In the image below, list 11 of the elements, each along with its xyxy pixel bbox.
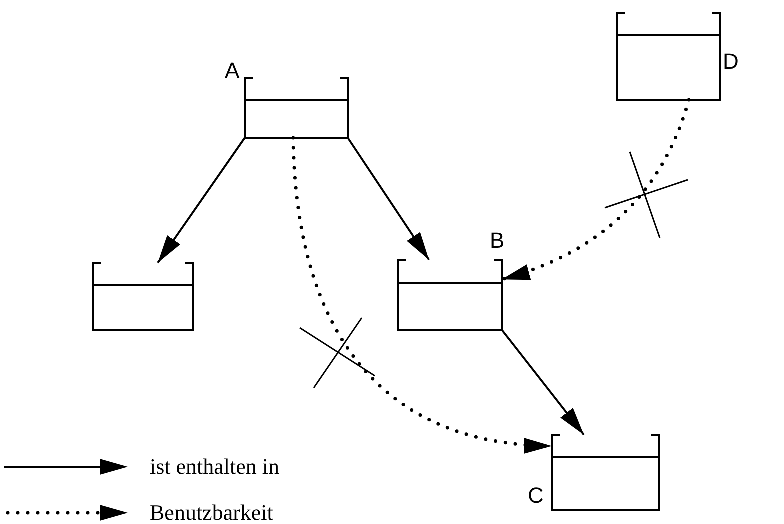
- node-label: D: [723, 51, 739, 73]
- node-label: C: [528, 485, 544, 507]
- crossed-arrow: [292, 136, 554, 452]
- arrow: [157, 137, 246, 264]
- node-label: B: [490, 230, 505, 252]
- node-label: A: [225, 60, 240, 82]
- crossed-arrow: [500, 98, 691, 282]
- legend-text: Benutzbarkeit: [150, 502, 274, 524]
- legend-text: ist enthalten in: [150, 456, 280, 478]
- arrow: [501, 329, 585, 436]
- arrow: [347, 137, 430, 261]
